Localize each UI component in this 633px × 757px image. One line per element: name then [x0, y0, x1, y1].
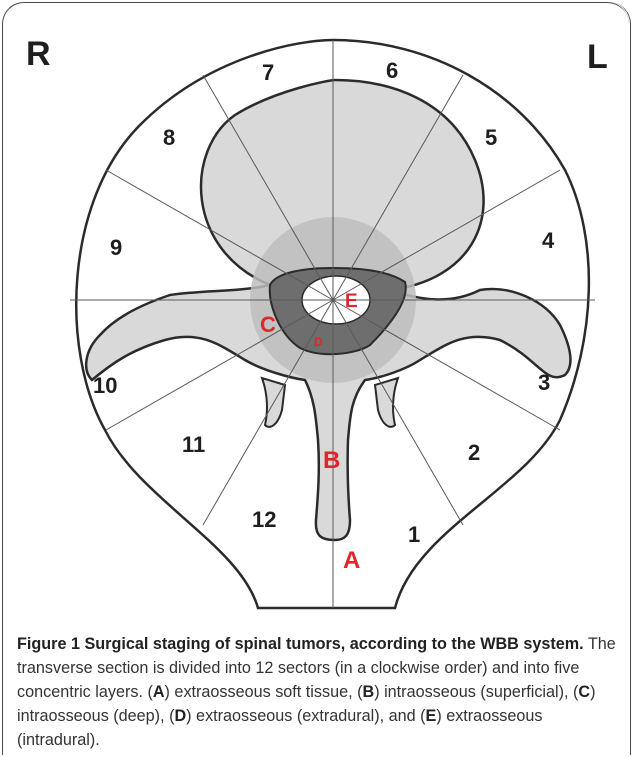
caption-letter-a: A	[153, 683, 165, 701]
caption-letter-d: D	[174, 707, 186, 725]
caption-letter-b: B	[362, 683, 374, 701]
sector-number-12: 12	[252, 507, 276, 532]
sector-number-7: 7	[262, 60, 274, 85]
layer-label-c: C	[260, 312, 276, 337]
wbb-diagram: R L 1 2 3 4 5 6 7 8 9 10 11 12 A B C D E	[0, 0, 633, 630]
sector-number-9: 9	[110, 235, 122, 260]
sector-number-4: 4	[542, 228, 555, 253]
figure-caption: Figure 1 Surgical staging of spinal tumo…	[17, 632, 622, 752]
caption-text-a: ) extraosseous soft tissue, (	[165, 683, 363, 701]
sector-number-11: 11	[182, 432, 205, 457]
layer-label-b: B	[323, 447, 340, 474]
sector-number-1: 1	[408, 522, 420, 547]
caption-figure-label: Figure 1	[17, 635, 80, 653]
caption-letter-c: C	[578, 683, 590, 701]
sector-number-10: 10	[93, 373, 117, 398]
caption-text-d: ) extraosseous (extradural), and (	[186, 707, 425, 725]
caption-text-b: ) intraosseous (superficial), (	[374, 683, 578, 701]
side-label-right: R	[26, 35, 51, 73]
layer-label-a: A	[343, 547, 360, 574]
sector-number-5: 5	[485, 125, 497, 150]
side-label-left: L	[587, 38, 608, 76]
layer-label-d: D	[314, 335, 323, 349]
sector-number-8: 8	[163, 125, 175, 150]
sector-number-3: 3	[538, 370, 550, 395]
layer-label-e: E	[345, 291, 358, 312]
sector-number-2: 2	[468, 440, 480, 465]
sector-number-6: 6	[386, 58, 398, 83]
caption-title: Surgical staging of spinal tumors, accor…	[84, 635, 583, 653]
caption-letter-e: E	[426, 707, 437, 725]
